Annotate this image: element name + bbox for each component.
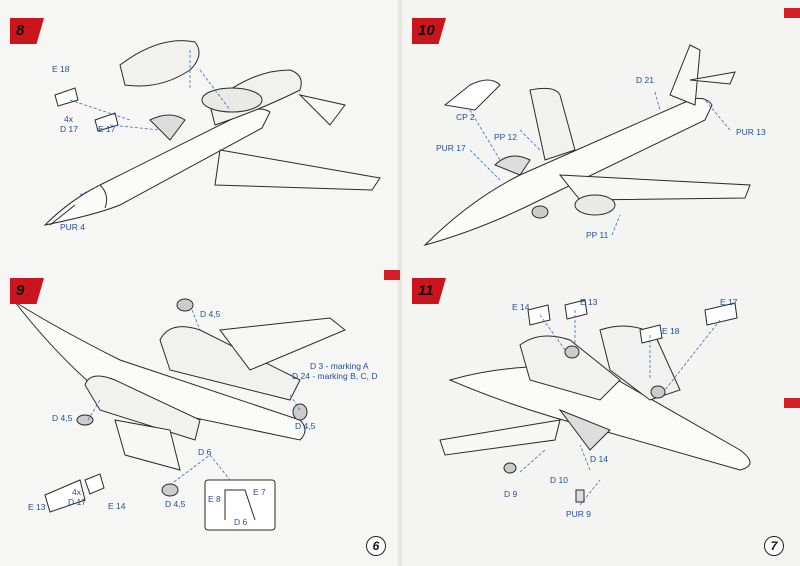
part-label: E 7	[253, 487, 266, 497]
part-label: E 18	[662, 326, 680, 336]
part-label: E 8	[208, 494, 221, 504]
step11-aircraft-drawing	[439, 299, 751, 503]
part-label: E 17	[720, 297, 738, 307]
part-label: D 4,5	[52, 413, 73, 423]
part-label: E 13	[28, 502, 46, 512]
part-label: PUR 17	[436, 143, 466, 153]
part-label: E 13	[580, 297, 598, 307]
step9-aircraft-drawing	[14, 298, 346, 531]
part-label: E 14	[108, 501, 126, 511]
part-label: D 4,5	[200, 309, 221, 319]
part-label: D 3 - marking A	[310, 361, 369, 371]
part-label: CP 2	[456, 112, 475, 122]
part-label: PP 12	[494, 132, 518, 142]
part-label: E 18	[52, 64, 70, 74]
part-label: D 17	[68, 497, 86, 507]
part-label: D 17	[60, 124, 78, 134]
part-label: D 10	[550, 475, 568, 485]
step-badge-10: 10	[412, 18, 446, 44]
part-label: D 6	[198, 447, 212, 457]
page-number-left: 6	[366, 536, 386, 556]
part-label: D 24 - marking B, C, D	[292, 371, 378, 381]
part-label: D 14	[590, 454, 608, 464]
step10-aircraft-drawing	[423, 44, 751, 246]
step8-aircraft-drawing	[43, 40, 381, 226]
edge-mark	[384, 270, 400, 280]
part-label: E 14	[512, 302, 530, 312]
part-label: PUR 9	[566, 509, 592, 519]
part-label: 4x	[72, 487, 81, 497]
part-label: PUR 4	[60, 222, 86, 232]
part-label: D 6	[234, 517, 248, 527]
part-label: 4x	[64, 114, 73, 124]
part-label: D 21	[636, 75, 654, 85]
page-gutter	[398, 0, 402, 566]
part-label: E 17	[98, 124, 116, 134]
part-label: D 9	[504, 489, 518, 499]
edge-mark	[784, 8, 800, 18]
page-number-right: 7	[764, 536, 784, 556]
edge-mark	[784, 398, 800, 408]
part-label: D 4,5	[165, 499, 186, 509]
part-label: D 4,5	[295, 421, 316, 431]
part-label: PUR 13	[736, 127, 766, 137]
callout-leader-lines	[69, 50, 731, 506]
part-label: PP 11	[586, 230, 609, 240]
